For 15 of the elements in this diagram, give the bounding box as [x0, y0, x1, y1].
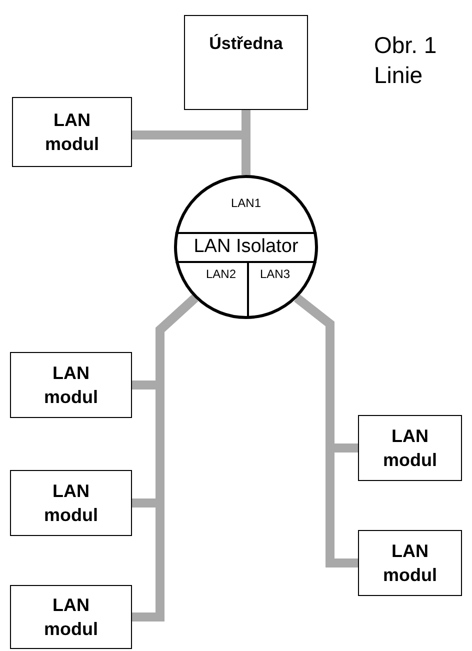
port-label: LAN3: [258, 266, 292, 282]
cable-line: [132, 294, 198, 622]
control-unit-box: Ústředna: [184, 15, 308, 110]
figure-title: Obr. 1 Linie: [374, 31, 438, 90]
isolator-circle: [174, 175, 318, 319]
device-name: LAN Isolator: [192, 235, 300, 258]
module-box: LAN modul: [12, 97, 132, 167]
cable-line: [294, 294, 358, 568]
port-label: LAN2: [204, 266, 238, 282]
module-box: LAN modul: [10, 470, 132, 536]
port-label: LAN1: [230, 195, 262, 211]
module-box: LAN modul: [10, 352, 132, 418]
module-box: LAN modul: [10, 585, 132, 649]
module-box: LAN modul: [358, 415, 462, 481]
module-box: LAN modul: [358, 530, 462, 596]
